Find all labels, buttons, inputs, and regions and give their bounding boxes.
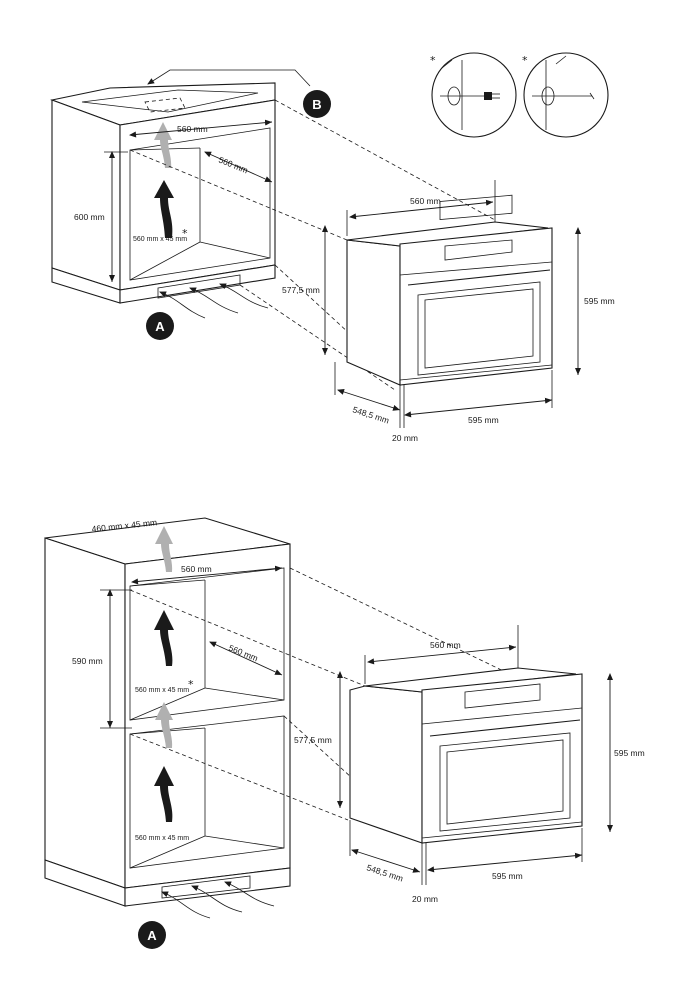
cabinet-vent-label: 560 mm x 45 mm — [133, 236, 187, 243]
oven1-depth: 548,5 mm — [351, 404, 390, 425]
figure-2: 460 mm x 45 mm 560 mm 560 mm 590 mm 560 … — [44, 517, 645, 949]
cabinet2-shelf-star: * — [188, 678, 194, 691]
oven-1 — [346, 194, 553, 386]
oven1-offset: 20 mm — [392, 433, 418, 443]
badge-a-2: A — [138, 921, 166, 949]
cabinet2-height: 590 mm — [72, 656, 103, 666]
cabinet2-shelf-vent: 560 mm x 45 mm — [135, 687, 189, 694]
figure-1: 560 mm 560 mm 600 mm 560 mm x 45 mm * B … — [50, 52, 615, 443]
oven1-height-body: 577,5 mm — [282, 285, 320, 295]
plug-icon — [440, 92, 500, 100]
badge-b: B — [303, 90, 331, 118]
detail-star-2: * — [522, 54, 528, 67]
oven1-width-top: 560 mm — [410, 196, 441, 206]
airflow-arrow-icon — [154, 526, 174, 822]
oven1-width-front: 595 mm — [468, 415, 499, 425]
badge-a: A — [146, 312, 174, 340]
oven2-depth: 548,5 mm — [365, 862, 404, 883]
cabinet-1 — [50, 82, 276, 304]
svg-text:A: A — [155, 319, 165, 334]
cabinet2-width: 560 mm — [181, 564, 212, 574]
oven-2 — [349, 667, 583, 844]
oven2-offset: 20 mm — [412, 894, 438, 904]
cabinet-width-label: 560 mm — [177, 124, 208, 134]
oven2-width-front: 595 mm — [492, 871, 523, 881]
cabinet-vent-star: * — [182, 227, 188, 240]
cabinet2-bottom-vent: 560 mm x 45 mm — [135, 835, 189, 842]
airflow-arrow-icon — [159, 283, 269, 319]
oven2-height-body: 577,5 mm — [294, 735, 332, 745]
oven1-height-front: 595 mm — [584, 296, 615, 306]
svg-text:A: A — [147, 928, 157, 943]
cable-icon — [532, 92, 595, 100]
airflow-arrow-icon — [161, 881, 275, 919]
detail-cable: * — [522, 52, 609, 138]
oven2-width-top: 560 mm — [430, 640, 461, 650]
cabinet-height-label: 600 mm — [74, 212, 105, 222]
detail-plug: * — [430, 52, 517, 138]
oven2-height-front: 595 mm — [614, 748, 645, 758]
detail-star-1: * — [430, 54, 436, 67]
svg-text:B: B — [312, 97, 321, 112]
